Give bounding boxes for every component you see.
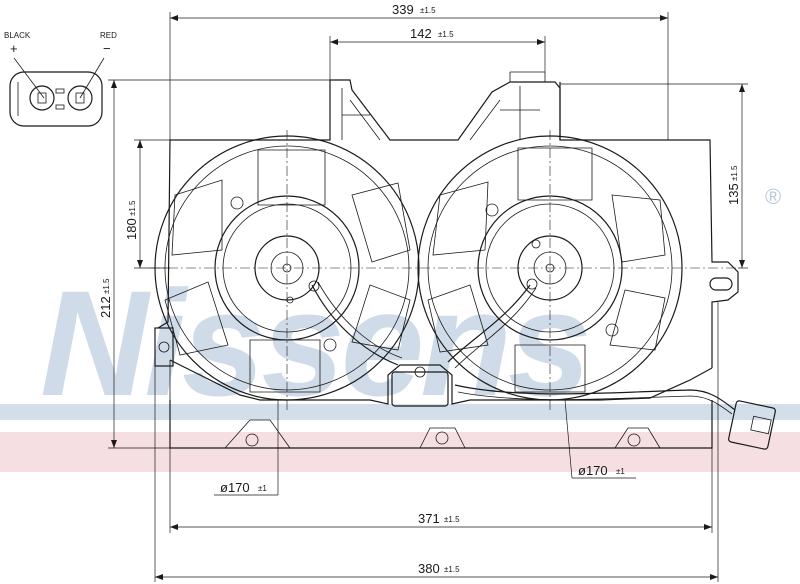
dimension-142: 142 ±1.5 [329,26,546,80]
dimension-135: 135 ±1.5 [560,83,748,269]
dim-339-value: 339 [392,2,414,17]
fan-left-blade [249,339,321,393]
dim-180-value: 180 [124,218,139,240]
dim-380-tol: ±1.5 [444,565,460,574]
fan-right-blade [611,194,666,263]
dim-371-tol: ±1.5 [444,515,460,524]
dim-135-value: 135 [726,183,741,205]
fan-right-blade [514,344,586,393]
dimension-380: 380 ±1.5 [154,302,719,582]
left-lug-hole [158,341,170,353]
dimension-dia-right: ø170 ±1 [564,399,636,479]
connector-pin-right [67,85,93,111]
dim-dia-right-value: ø170 [578,463,608,478]
dimension-dia-left: ø170 ±1 [214,400,279,496]
dim-dia-left-tol: ±1 [258,484,267,493]
connector-minus-sign: − [103,41,111,56]
dim-135-tol: ±1.5 [730,165,739,181]
fan-left-blade [351,284,411,351]
connector-plus-sign: + [10,41,18,56]
fan-right-blade [609,289,666,351]
dim-212-tol: ±1.5 [102,278,111,294]
dim-142-value: 142 [410,26,432,41]
watermark-brand-text: Nissens [40,259,587,427]
watermark-stripe-blue [0,404,800,420]
fan-left-blade [171,179,223,256]
dimension-339: 339 ±1.5 [169,2,669,140]
connector-detail: BLACK RED + − [4,31,117,127]
dim-371-value: 371 [418,511,440,526]
fan-left-blade [351,182,411,263]
connector-body [9,71,103,127]
harness-plug [728,400,776,450]
fan-left-blade [164,281,229,356]
fan-right-blade [517,147,593,201]
connector-pin-left [29,85,55,111]
dim-dia-right-tol: ±1 [616,467,625,476]
dim-339-tol: ±1.5 [420,6,436,15]
mount-hole-left [245,433,259,447]
dimension-212: 212 ±1.5 [98,79,330,449]
watermark-stripe-pink [0,432,800,472]
right-lug-hole [709,277,733,291]
fan-right-blade [427,284,489,353]
dimension-371: 371 ±1.5 [169,400,713,533]
dim-dia-left-value: ø170 [220,480,250,495]
fan-right-blade [432,181,489,256]
connector-red-label: RED [100,31,117,40]
dimension-180: 180 ±1.5 [124,139,170,269]
dim-180-tol: ±1.5 [128,200,137,216]
dim-380-value: 380 [418,561,440,576]
watermark-registered-mark: ® [765,184,781,209]
dim-212-value: 212 [98,296,113,318]
dim-142-tol: ±1.5 [438,30,454,39]
fan-left-motor [214,195,360,341]
mount-hole-right [627,433,641,447]
fan-left-blade [257,149,326,206]
connector-black-label: BLACK [4,31,31,40]
mount-hole-center [435,431,449,445]
